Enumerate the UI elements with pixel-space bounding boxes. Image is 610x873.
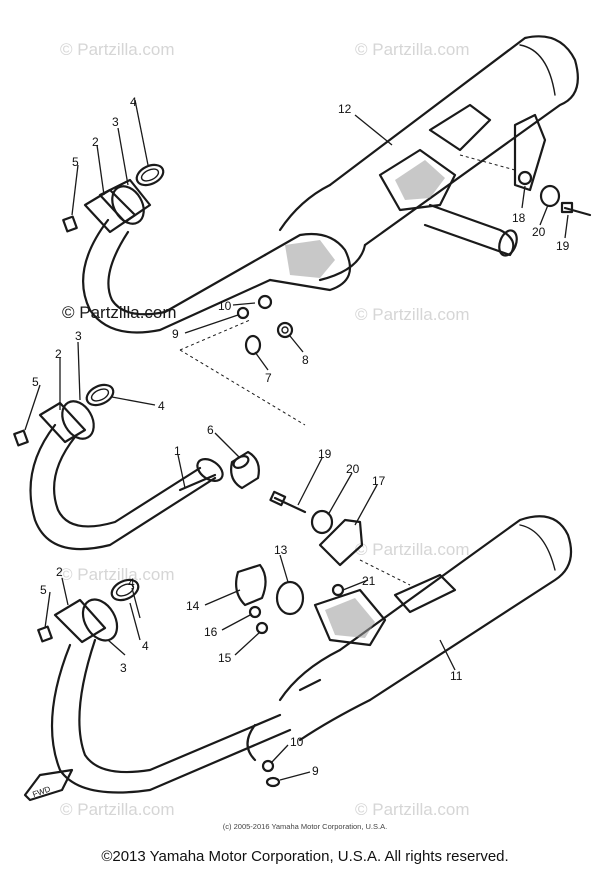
callout-20: 20 <box>346 462 360 476</box>
callout-10: 10 <box>218 299 232 313</box>
small-parts-7-10 <box>179 294 306 426</box>
lower-mount-parts <box>235 113 592 635</box>
callout-11: 11 <box>450 669 463 683</box>
callout-2: 2 <box>55 347 62 361</box>
callout-16: 16 <box>204 625 218 639</box>
middle-exhaust-pipe-1 <box>13 383 224 551</box>
callout-4: 4 <box>142 639 149 653</box>
callout-18: 18 <box>512 211 526 225</box>
callout-19: 19 <box>318 447 332 461</box>
callout-9: 9 <box>312 764 319 778</box>
callout-14: 14 <box>186 599 200 613</box>
callout-4: 4 <box>128 576 135 590</box>
collar-6 <box>230 450 260 490</box>
callout-4: 4 <box>130 95 137 109</box>
callout-5: 5 <box>72 155 79 169</box>
callout-4: 4 <box>158 399 165 413</box>
callout-15: 15 <box>218 651 232 665</box>
callout-3: 3 <box>75 329 82 343</box>
lower-exhaust-pipe <box>37 578 292 794</box>
callout-5: 5 <box>32 375 39 389</box>
callout-3: 3 <box>120 661 127 675</box>
callout-6: 6 <box>207 423 214 437</box>
callout-12: 12 <box>338 102 352 116</box>
callout-9: 9 <box>172 327 179 341</box>
callout-10: 10 <box>290 735 304 749</box>
watermark: © Partzilla.com <box>355 540 470 559</box>
callout-13: 13 <box>274 543 288 557</box>
small-copyright: (c) 2005-2016 Yamaha Motor Corporation, … <box>222 822 388 831</box>
callout-2: 2 <box>56 565 63 579</box>
leader-lines <box>24 99 569 781</box>
upper-muffler-12 <box>278 35 579 282</box>
callout-20: 20 <box>532 225 546 239</box>
callout-21: 21 <box>362 574 376 588</box>
callout-1: 1 <box>174 444 181 458</box>
callout-labels: 12 4 3 2 5 10 9 7 8 3 2 4 5 6 1 19 20 17… <box>32 95 570 778</box>
watermark-dark: © Partzilla.com <box>62 303 177 322</box>
copyright-notice: ©2013 Yamaha Motor Corporation, U.S.A. A… <box>101 848 509 865</box>
upper-head-parts <box>62 163 165 234</box>
callout-17: 17 <box>372 474 386 488</box>
watermark: © Partzilla.com <box>355 40 470 59</box>
watermark: © Partzilla.com <box>60 40 175 59</box>
watermark: © Partzilla.com <box>355 800 470 819</box>
callout-5: 5 <box>40 583 47 597</box>
watermarks: © Partzilla.com © Partzilla.com © Partzi… <box>60 40 470 819</box>
callout-7: 7 <box>265 371 272 385</box>
watermark: © Partzilla.com <box>355 305 470 324</box>
lower-muffler-11 <box>278 515 573 742</box>
callout-2: 2 <box>92 135 99 149</box>
callout-3: 3 <box>112 115 119 129</box>
fwd-arrow: FWD <box>23 768 74 802</box>
watermark: © Partzilla.com <box>60 800 175 819</box>
upper-exhaust-pipe <box>82 218 352 334</box>
watermark: © Partzilla.com <box>60 565 175 584</box>
callout-8: 8 <box>302 353 309 367</box>
callout-19: 19 <box>556 239 570 253</box>
